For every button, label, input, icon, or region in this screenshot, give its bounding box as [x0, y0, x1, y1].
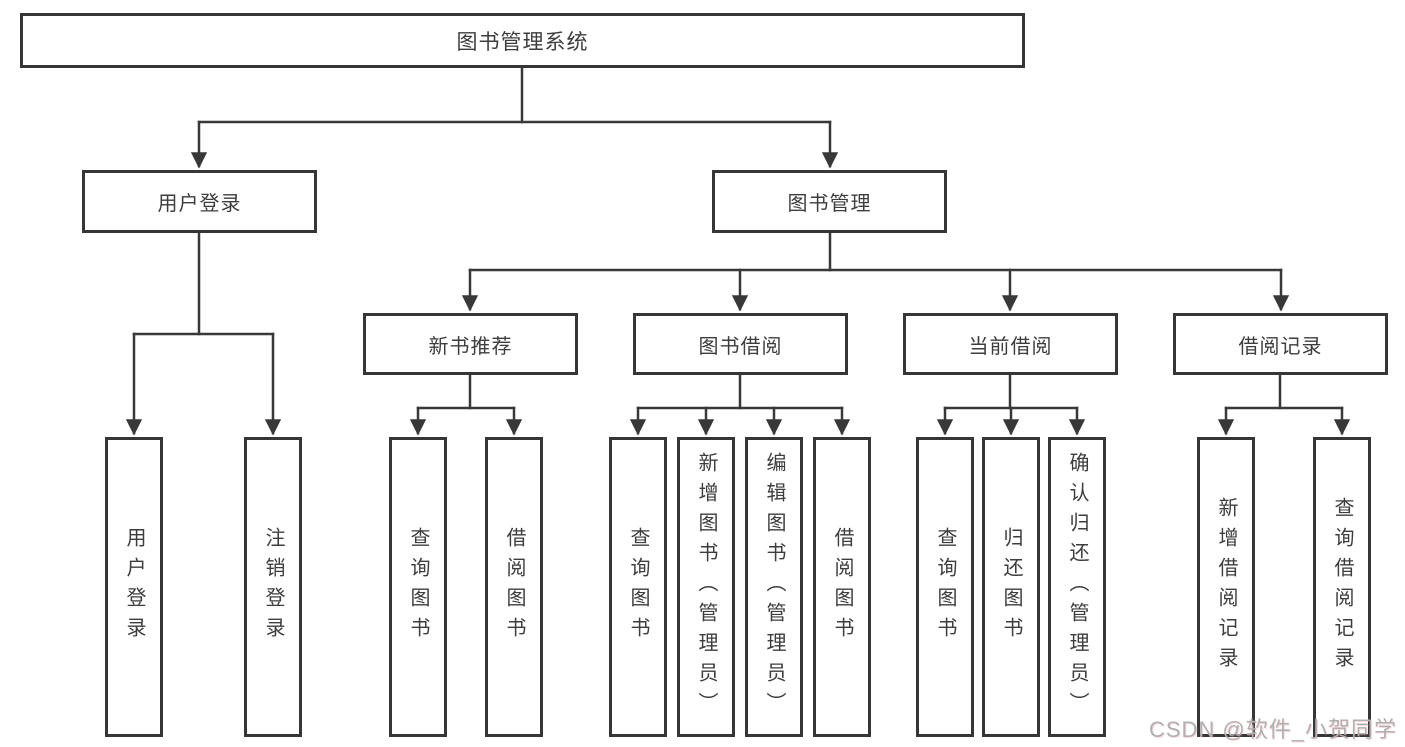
leaf-label: 查询图书 — [934, 527, 956, 647]
leaf-logout: 注销登录 — [244, 437, 302, 737]
node-borrowing-records: 借阅记录 — [1173, 313, 1388, 375]
leaf-user-login: 用户登录 — [105, 437, 163, 737]
leaf-label: 新增图书（管理员） — [695, 452, 717, 722]
leaf-query-books-borrowing: 查询图书 — [609, 437, 667, 737]
node-current-borrowing: 当前借阅 — [903, 313, 1118, 375]
leaf-label: 查询图书 — [407, 527, 429, 647]
leaf-label: 归还图书 — [1000, 527, 1022, 647]
csdn-watermark: CSDN @软件_小贺同学 — [1148, 717, 1397, 742]
leaf-add-books-admin: 新增图书（管理员） — [677, 437, 735, 737]
leaf-label: 注销登录 — [262, 527, 284, 647]
leaf-label: 查询图书 — [627, 527, 649, 647]
leaf-return-books: 归还图书 — [982, 437, 1040, 737]
leaf-label: 确认归还（管理员） — [1066, 452, 1088, 722]
node-new-book-recommendation: 新书推荐 — [363, 313, 578, 375]
leaf-query-books-recommend: 查询图书 — [389, 437, 447, 737]
leaf-query-books-current: 查询图书 — [916, 437, 974, 737]
leaf-confirm-return-admin: 确认归还（管理员） — [1048, 437, 1106, 737]
node-book-management-system: 图书管理系统 — [20, 13, 1025, 68]
leaf-borrow-books-borrowing: 借阅图书 — [813, 437, 871, 737]
leaf-label: 编辑图书（管理员） — [763, 452, 785, 722]
leaf-edit-books-admin: 编辑图书（管理员） — [745, 437, 803, 737]
node-user-login: 用户登录 — [82, 170, 317, 233]
leaf-borrow-books-recommend: 借阅图书 — [485, 437, 543, 737]
node-book-management: 图书管理 — [712, 170, 947, 233]
leaf-label: 用户登录 — [123, 527, 145, 647]
leaf-add-borrow-record: 新增借阅记录 — [1197, 437, 1255, 737]
leaf-query-borrow-record: 查询借阅记录 — [1313, 437, 1371, 737]
node-book-borrowing: 图书借阅 — [633, 313, 848, 375]
leaf-label: 新增借阅记录 — [1215, 497, 1237, 677]
leaf-label: 借阅图书 — [831, 527, 853, 647]
leaf-label: 借阅图书 — [503, 527, 525, 647]
leaf-label: 查询借阅记录 — [1331, 497, 1353, 677]
